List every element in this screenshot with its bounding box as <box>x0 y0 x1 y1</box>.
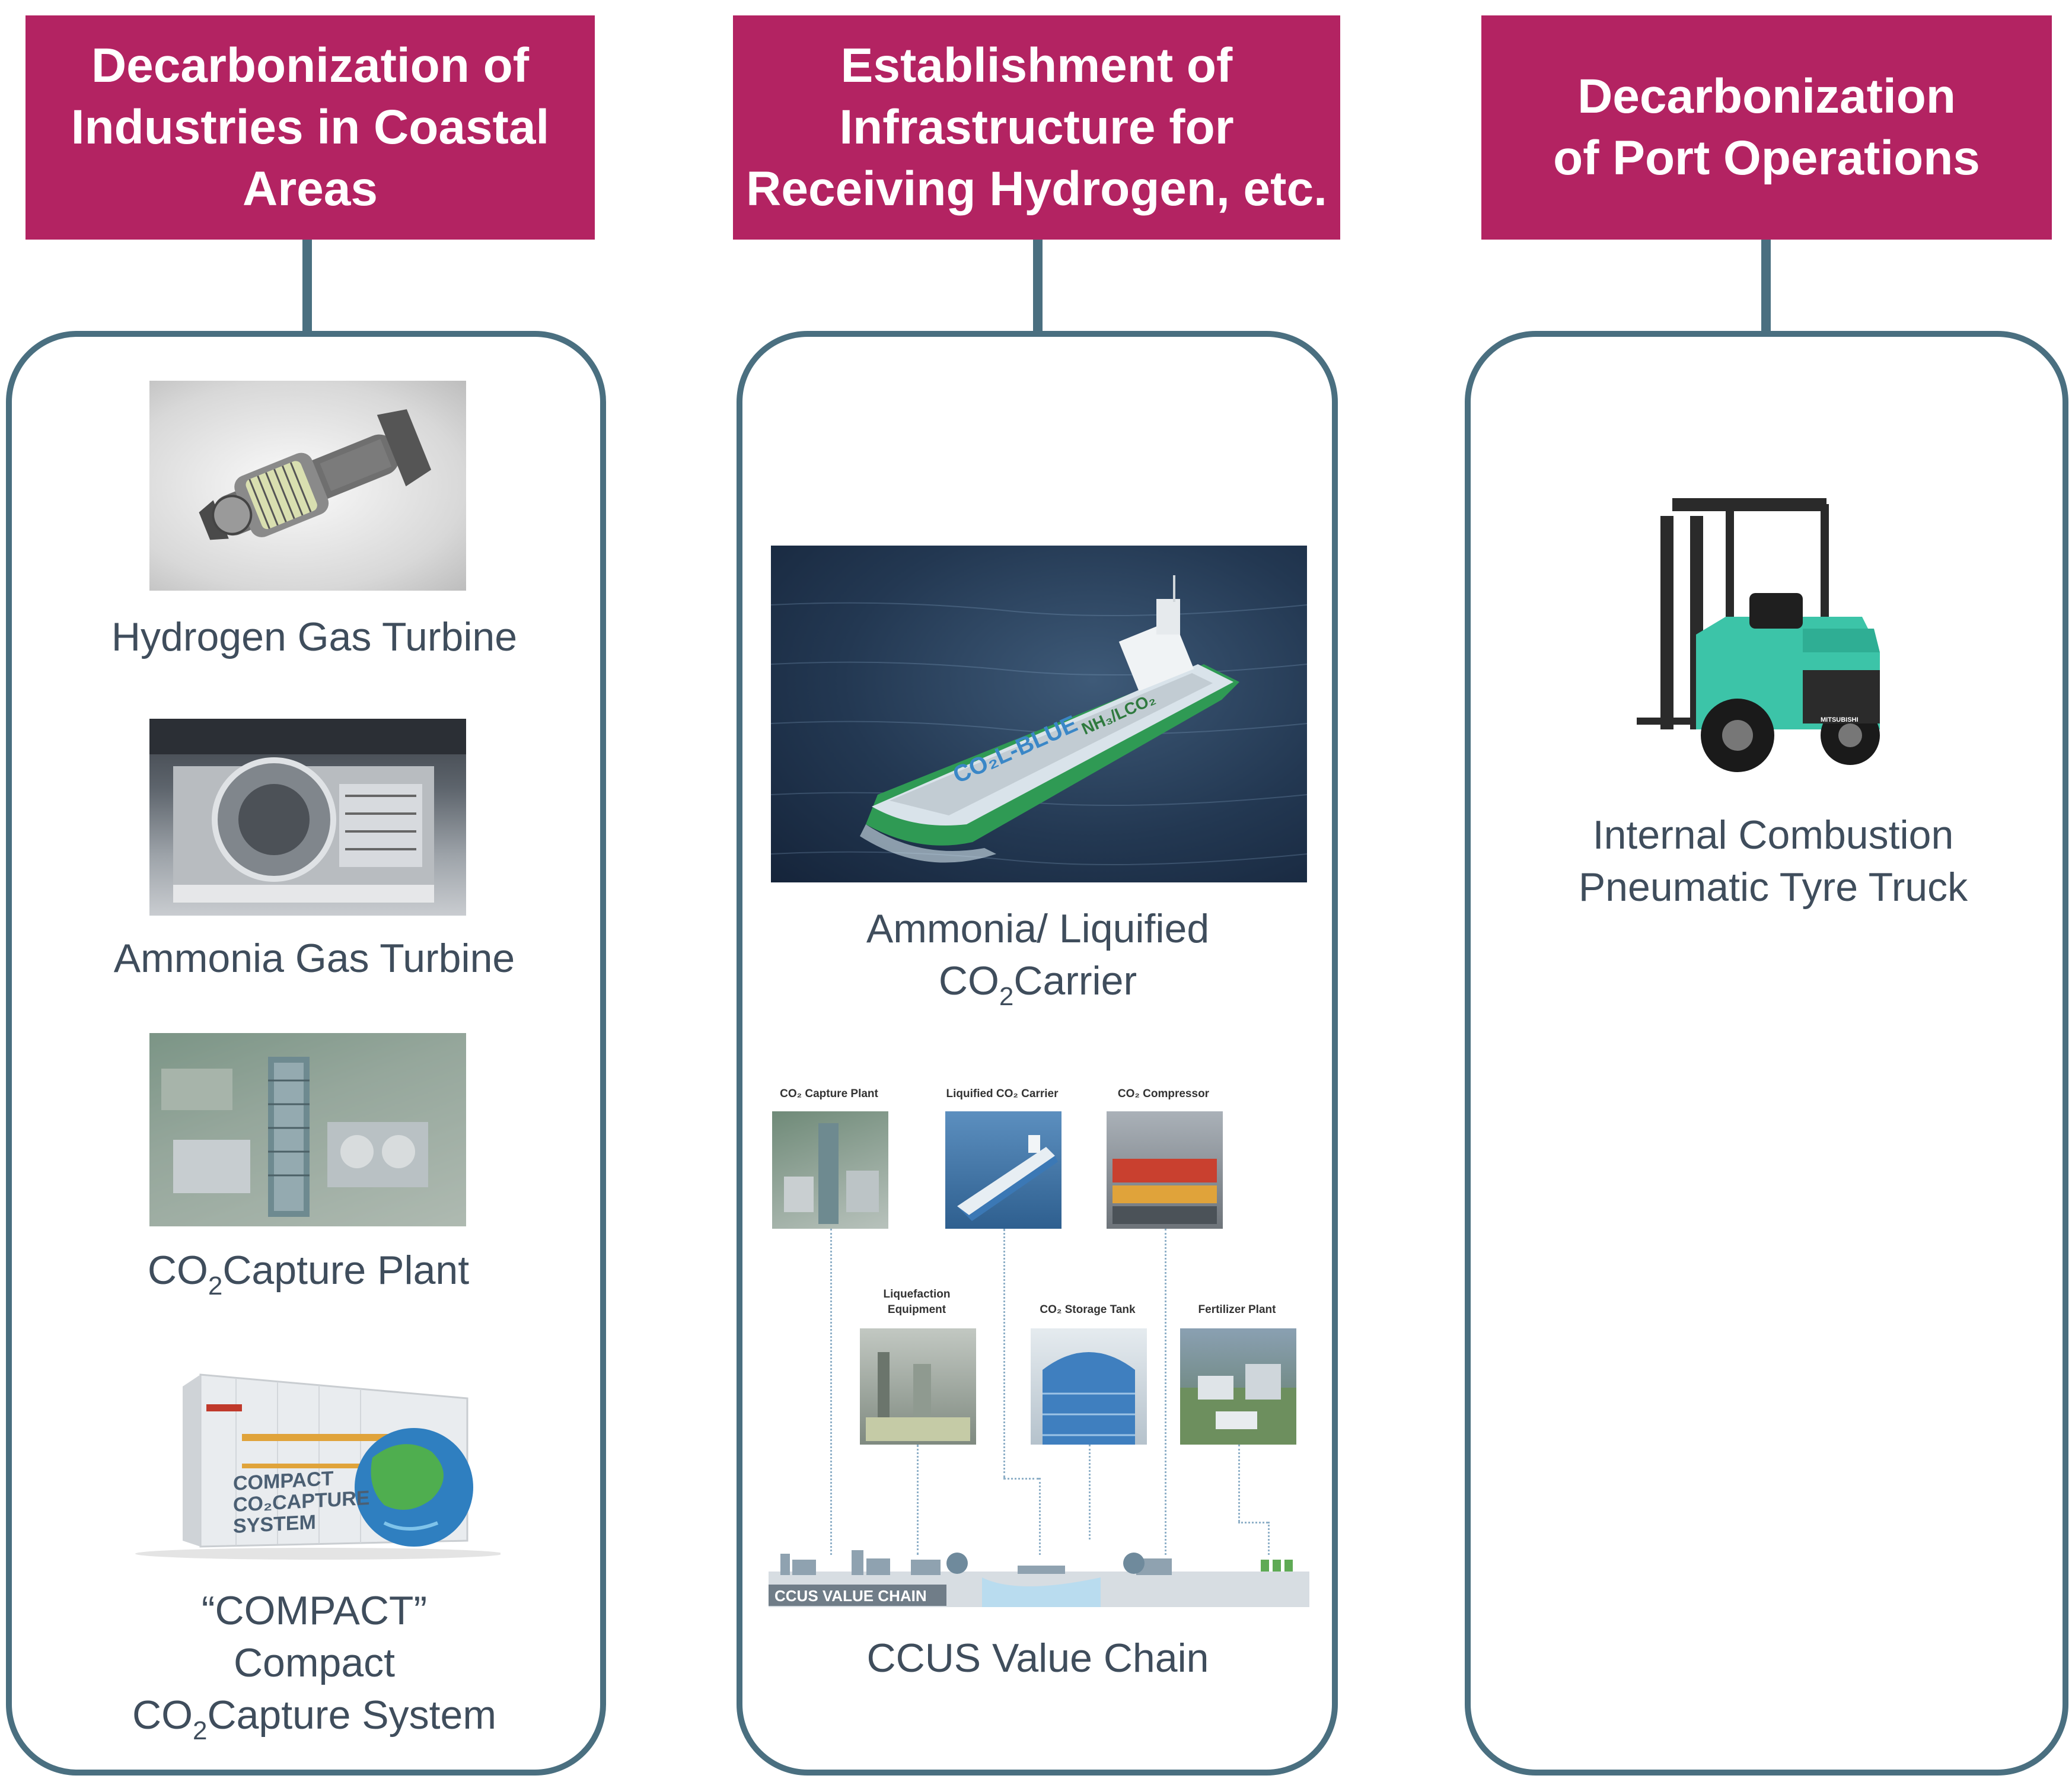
ccus-label-liquefaction: Liquefaction Equipment <box>858 1287 976 1318</box>
capture-caption-co: CO <box>147 1248 208 1293</box>
connector-3 <box>1761 240 1771 334</box>
header-hydrogen-infrastructure-text: Establishment of Infrastructure for Rece… <box>746 39 1327 216</box>
ccus-connector-5 <box>1165 1229 1166 1555</box>
hydrogen-gas-turbine-caption-text: Hydrogen Gas Turbine <box>111 614 518 659</box>
ammonia-co2-carrier-caption: Ammonia/ Liquified CO2Carrier <box>753 903 1322 1023</box>
ccus-label-fertilizer: Fertilizer Plant <box>1178 1303 1296 1317</box>
ccus-carrier-thumb <box>945 1111 1061 1229</box>
ccus-fertilizer-thumb <box>1180 1328 1296 1445</box>
compact-caption-line-3: CO2Capture System <box>36 1689 593 1757</box>
ccus-label-compressor-text: CO₂ Compressor <box>1117 1088 1210 1100</box>
ccus-connector-3b <box>1039 1478 1041 1555</box>
ccus-carrier-drawing <box>957 1135 1058 1221</box>
ccus-label-liquefaction-line-1: Liquefaction <box>883 1288 951 1301</box>
ccus-connector-1 <box>830 1229 832 1555</box>
ccus-connector-4 <box>1089 1445 1091 1539</box>
co2-capture-plant-image <box>149 1033 466 1226</box>
ammonia-gas-turbine-caption: Ammonia Gas Turbine <box>36 932 593 984</box>
ccus-label-carrier-text: Liquified CO₂ Carrier <box>946 1088 1059 1100</box>
compact-co2-capture-system-caption: “COMPACT” Compact CO2Capture System <box>36 1585 593 1757</box>
ccus-capture-plant-drawing <box>784 1123 879 1224</box>
ammonia-gas-turbine-image <box>149 719 466 916</box>
ammonia-gas-turbine-caption-text: Ammonia Gas Turbine <box>113 936 515 981</box>
compact-co2-capture-system-image: COMPACT CO₂CAPTURE SYSTEM <box>123 1363 501 1560</box>
ship-drawing <box>771 575 1307 865</box>
connector-2 <box>1033 240 1043 334</box>
ccus-value-chain-caption: CCUS Value Chain <box>753 1632 1322 1684</box>
ccus-connector-2 <box>917 1445 919 1555</box>
forklift-brand: MITSUBISHI <box>1821 716 1859 723</box>
ccus-capture-plant-thumb <box>772 1111 888 1229</box>
compact-caption-subscript: 2 <box>192 1716 208 1745</box>
forklift-truck-caption: Internal Combustion Pneumatic Tyre Truck <box>1483 809 2064 913</box>
forklift-brand-text: MITSUBISHI <box>1821 716 1859 723</box>
ccus-liquefaction-thumb <box>860 1328 976 1445</box>
carrier-caption-rest: Carrier <box>1013 958 1137 1003</box>
ccus-connector-6b <box>1268 1522 1270 1555</box>
carrier-caption-subscript: 2 <box>999 982 1014 1011</box>
carrier-caption-line-1: Ammonia/ Liquified <box>866 906 1210 951</box>
ccus-chain-strip <box>769 1550 1309 1607</box>
capture-caption-rest: Capture Plant <box>222 1248 470 1293</box>
capture-caption-subscript: 2 <box>208 1271 223 1301</box>
header-port-operations: Decarbonization of Port Operations <box>1481 15 2052 240</box>
co2-capture-plant-caption: CO2Capture Plant <box>36 1244 581 1312</box>
ccus-compressor-thumb <box>1107 1111 1223 1229</box>
ammonia-co2-carrier-image: CO₂L-BLUE NH₃/LCO₂ <box>771 546 1307 882</box>
ccus-storage-thumb <box>1031 1328 1147 1445</box>
header-hydrogen-infrastructure: Establishment of Infrastructure for Rece… <box>733 15 1340 240</box>
ccus-connector-6 <box>1238 1445 1240 1522</box>
header-coastal-industries: Decarbonization of Industries in Coastal… <box>25 15 595 240</box>
ccus-label-carrier: Liquified CO₂ Carrier <box>943 1088 1061 1101</box>
ccus-label-compressor: CO₂ Compressor <box>1104 1088 1223 1101</box>
ccus-connector-3 <box>1003 1229 1005 1478</box>
ccus-label-storage-text: CO₂ Storage Tank <box>1040 1303 1136 1316</box>
connector-1 <box>302 240 312 334</box>
compact-caption-rest: Capture System <box>207 1692 496 1738</box>
ccus-label-liquefaction-line-2: Equipment <box>887 1303 946 1316</box>
ccus-banner: CCUS VALUE CHAIN <box>774 1587 927 1605</box>
capture-plant-drawing <box>149 1033 466 1226</box>
compact-caption-line-1: “COMPACT” <box>201 1588 428 1633</box>
hydrogen-gas-turbine-caption: Hydrogen Gas Turbine <box>36 611 593 663</box>
carrier-caption-co: CO <box>938 958 999 1003</box>
ccus-fertilizer-drawing <box>1180 1364 1296 1445</box>
carrier-caption-line-2: CO2Carrier <box>753 955 1322 1023</box>
hydrogen-gas-turbine-image <box>149 381 466 591</box>
compact-caption-co: CO <box>132 1692 193 1738</box>
ccus-connector-6h <box>1238 1522 1268 1523</box>
compact-system-drawing <box>135 1373 501 1560</box>
ccus-label-capture-plant-text: CO₂ Capture Plant <box>780 1088 878 1100</box>
truck-caption-line-2: Pneumatic Tyre Truck <box>1578 865 1968 910</box>
compact-caption-line-2: Compact <box>233 1640 396 1685</box>
ccus-storage-drawing <box>1043 1352 1135 1445</box>
turbine-drawing <box>199 409 432 540</box>
ccus-banner-text: CCUS VALUE CHAIN <box>774 1587 927 1605</box>
ccus-compressor-drawing <box>1112 1159 1217 1224</box>
forklift-drawing <box>1637 498 1880 772</box>
ccus-label-storage: CO₂ Storage Tank <box>1028 1303 1147 1317</box>
ccus-liquefaction-drawing <box>866 1352 970 1441</box>
ammonia-turbine-drawing <box>149 719 466 903</box>
ccus-value-chain-diagram: CO₂ Capture Plant Liquified CO₂ Carrier … <box>769 1079 1309 1613</box>
compact-box-label: COMPACT CO₂CAPTURE SYSTEM <box>233 1466 369 1538</box>
truck-caption-line-1: Internal Combustion <box>1592 812 1954 858</box>
ccus-label-capture-plant: CO₂ Capture Plant <box>770 1088 888 1101</box>
ccus-label-fertilizer-text: Fertilizer Plant <box>1198 1303 1276 1316</box>
forklift-truck-image: MITSUBISHI <box>1625 480 1898 789</box>
ccus-caption-text: CCUS Value Chain <box>866 1636 1209 1681</box>
ccus-connector-3h <box>1003 1478 1039 1480</box>
header-coastal-industries-text: Decarbonization of Industries in Coastal… <box>71 39 550 216</box>
header-port-operations-text: Decarbonization of Port Operations <box>1553 69 1980 185</box>
